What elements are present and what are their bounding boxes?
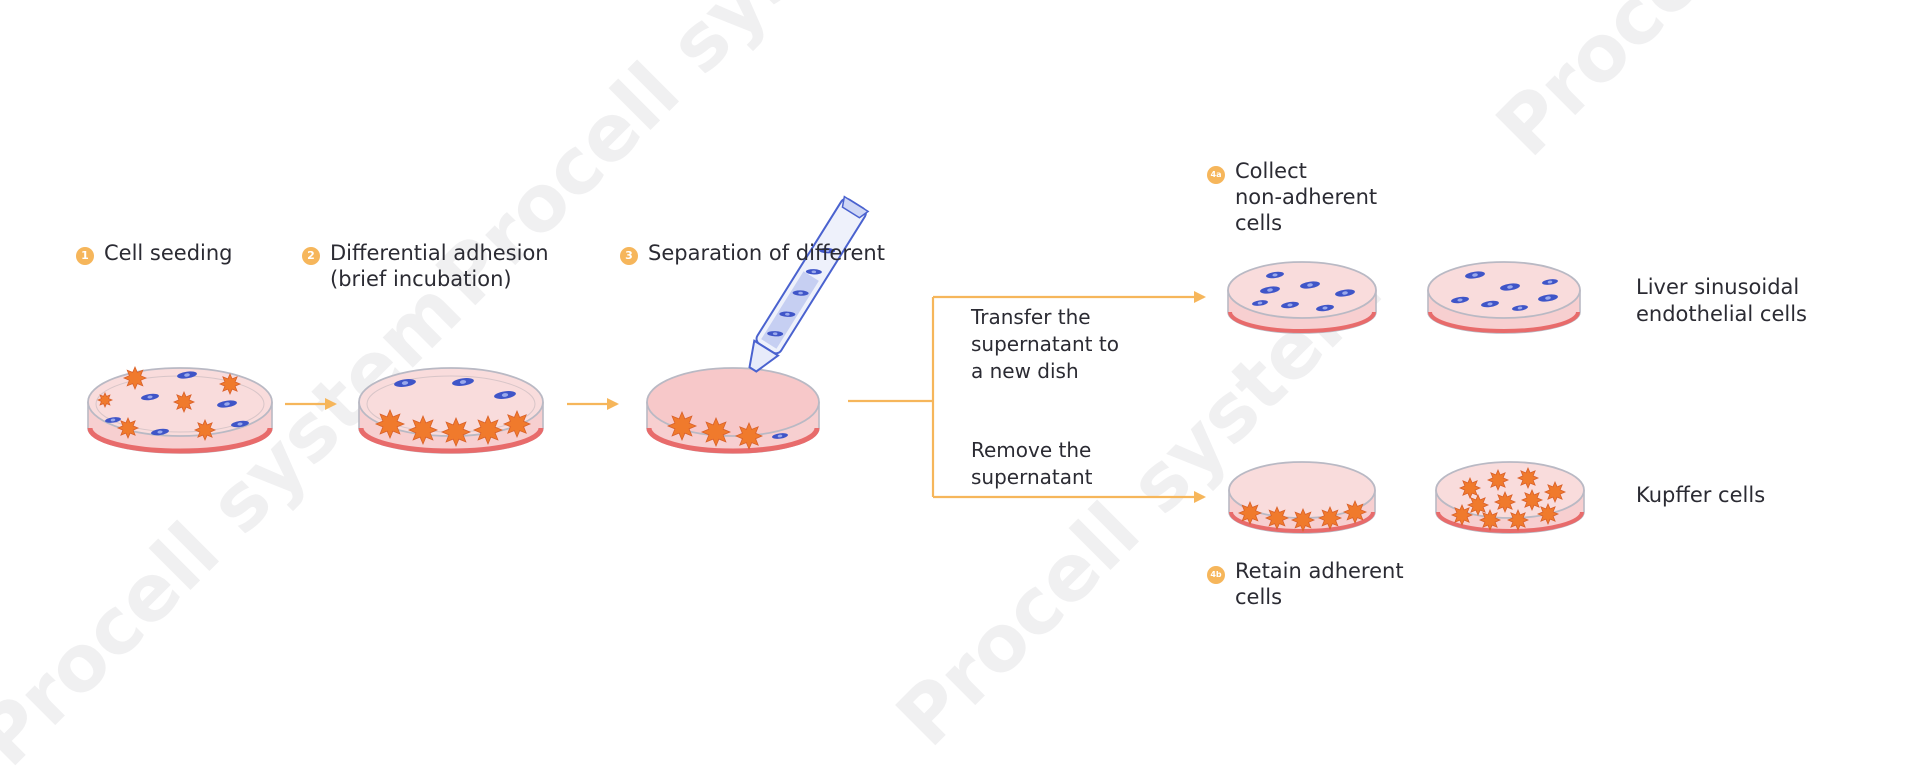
endothelial-cell-nucleus [1267,288,1273,292]
step-number-badge: 2 [302,247,320,265]
endothelial-cell-nucleus [184,373,190,377]
remove-supernatant-label: Remove the supernatant [971,438,1093,489]
endothelial-cell-nucleus [147,395,153,399]
step-number-badge: 4b [1207,566,1225,584]
kupffer-cell-icon [1264,505,1290,531]
kupffer-cell-icon [666,410,698,442]
endothelial-cell-nucleus [501,393,509,397]
kupffer-cell-icon [1458,476,1482,500]
endothelial-cell-nucleus [157,430,163,434]
endothelial-cell-nucleus [1517,306,1523,310]
kupffer-cell-icon [734,421,764,451]
step-number-badge: 3 [620,247,638,265]
endothelial-cell-nucleus [1545,296,1551,300]
kupffer-cell-icon [1516,466,1540,490]
kupffer-cell-icon [97,392,113,408]
endothelial-cell-nucleus [785,312,790,316]
endothelial-cell-nucleus [811,270,817,274]
petri-dish-icon [646,367,820,454]
endothelial-cell-nucleus [1272,273,1278,277]
kupffer-cell-icon [172,390,196,414]
endothelial-cell-nucleus [777,434,783,438]
kupffer-cell-icon [1317,505,1343,531]
endothelial-cell-nucleus [1472,273,1478,277]
endothelial-cell-nucleus [224,402,230,406]
step-number-badge: 4a [1207,166,1225,184]
kupffer-cell-icon [1486,468,1510,492]
kupffer-cell-icon [1493,490,1517,514]
kupffer-cell-icon [1506,508,1530,532]
pipette-icon [748,195,870,373]
kupffer-cell-icon [472,414,504,446]
endothelial-cell-nucleus [1322,306,1328,310]
petri-dish-icon [1227,261,1377,334]
endothelial-cell-nucleus [459,380,467,384]
kupffer-cell-icon [1536,502,1560,526]
endothelial-cell-nucleus [1547,280,1553,284]
endothelial-cell-nucleus [1507,285,1513,289]
endothelial-cell-nucleus [772,332,778,336]
kupffer-cell-icon [1342,499,1368,525]
kupffer-cell-icon [1543,480,1567,504]
diagram-graphics [87,195,1585,534]
endothelial-cell-nucleus [237,422,243,426]
kupffer-cell-icon [407,414,439,446]
kupffer-cell-icon [1520,488,1544,512]
kupffer-cell-icon [218,372,242,396]
endothelial-cell-nucleus [1287,303,1293,307]
petri-dish-icon [87,367,273,454]
result-kupffer-cells-label: Kupffer cells [1636,483,1766,507]
endothelial-cell-nucleus [1257,301,1263,305]
endothelial-cell-nucleus [1457,298,1463,302]
endothelial-cell-nucleus [1342,291,1348,295]
kupffer-cell-icon [440,416,472,448]
kupffer-cell-icon [374,408,406,440]
endothelial-cell-nucleus [824,249,830,252]
transfer-supernatant-label: Transfer the supernatant to a new dish [971,305,1119,383]
kupffer-cell-icon [502,409,532,439]
kupffer-cell-icon [122,365,148,391]
kupffer-cell-icon [700,416,732,448]
kupffer-cell-icon [1237,500,1263,526]
kupffer-cell-icon [116,416,140,440]
result-endothelial-cells-label: Liver sinusoidal endothelial cells [1636,275,1807,326]
endothelial-cell-nucleus [1307,283,1313,287]
kupffer-cell-icon [193,418,217,442]
kupffer-cell-icon [1478,508,1502,532]
kupffer-cell-icon [1466,493,1490,517]
kupffer-cell-icon [1290,507,1316,533]
kupffer-cell-icon [1450,503,1474,527]
endothelial-cell-nucleus [798,291,803,295]
endothelial-cell-nucleus [1487,302,1493,306]
step-number-badge: 1 [76,247,94,265]
endothelial-cell-nucleus [401,381,409,385]
endothelial-cell-nucleus [110,418,116,422]
